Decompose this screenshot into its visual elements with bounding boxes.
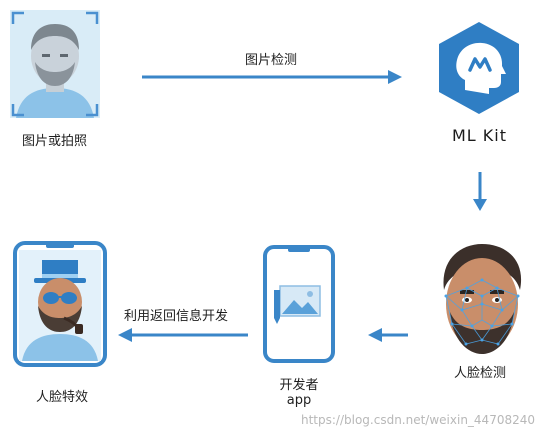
- face-effect-phone-icon: [13, 241, 107, 367]
- face-effect-label: 人脸特效: [36, 390, 89, 405]
- developer-app-node: [262, 244, 336, 364]
- mlkit-label: ML Kit: [452, 126, 508, 145]
- watermark: https://blog.csdn.net/weixin_44708240: [300, 413, 535, 427]
- arrow-photo-to-mlkit: [142, 70, 402, 84]
- developer-app-label: 开发者 app: [279, 378, 319, 408]
- photo-label: 图片或拍照: [22, 134, 88, 149]
- mlkit-node: [435, 20, 523, 116]
- face-photo-icon: [10, 10, 100, 118]
- face-effect-node: [12, 240, 108, 368]
- face-detect-node: [432, 240, 532, 360]
- image-detect-label: 图片检测: [245, 53, 298, 68]
- arrow-mlkit-to-detect: [473, 172, 487, 211]
- face-mesh-icon: [443, 244, 522, 354]
- mlkit-logo-icon: [439, 22, 519, 114]
- phone-app-icon: [263, 245, 335, 363]
- return-info-label: 利用返回信息开发: [124, 309, 229, 324]
- arrow-detect-to-app: [368, 328, 408, 342]
- arrow-app-to-effect: [118, 328, 248, 342]
- face-detect-label: 人脸检测: [454, 366, 507, 381]
- photo-capture-node: [10, 10, 100, 118]
